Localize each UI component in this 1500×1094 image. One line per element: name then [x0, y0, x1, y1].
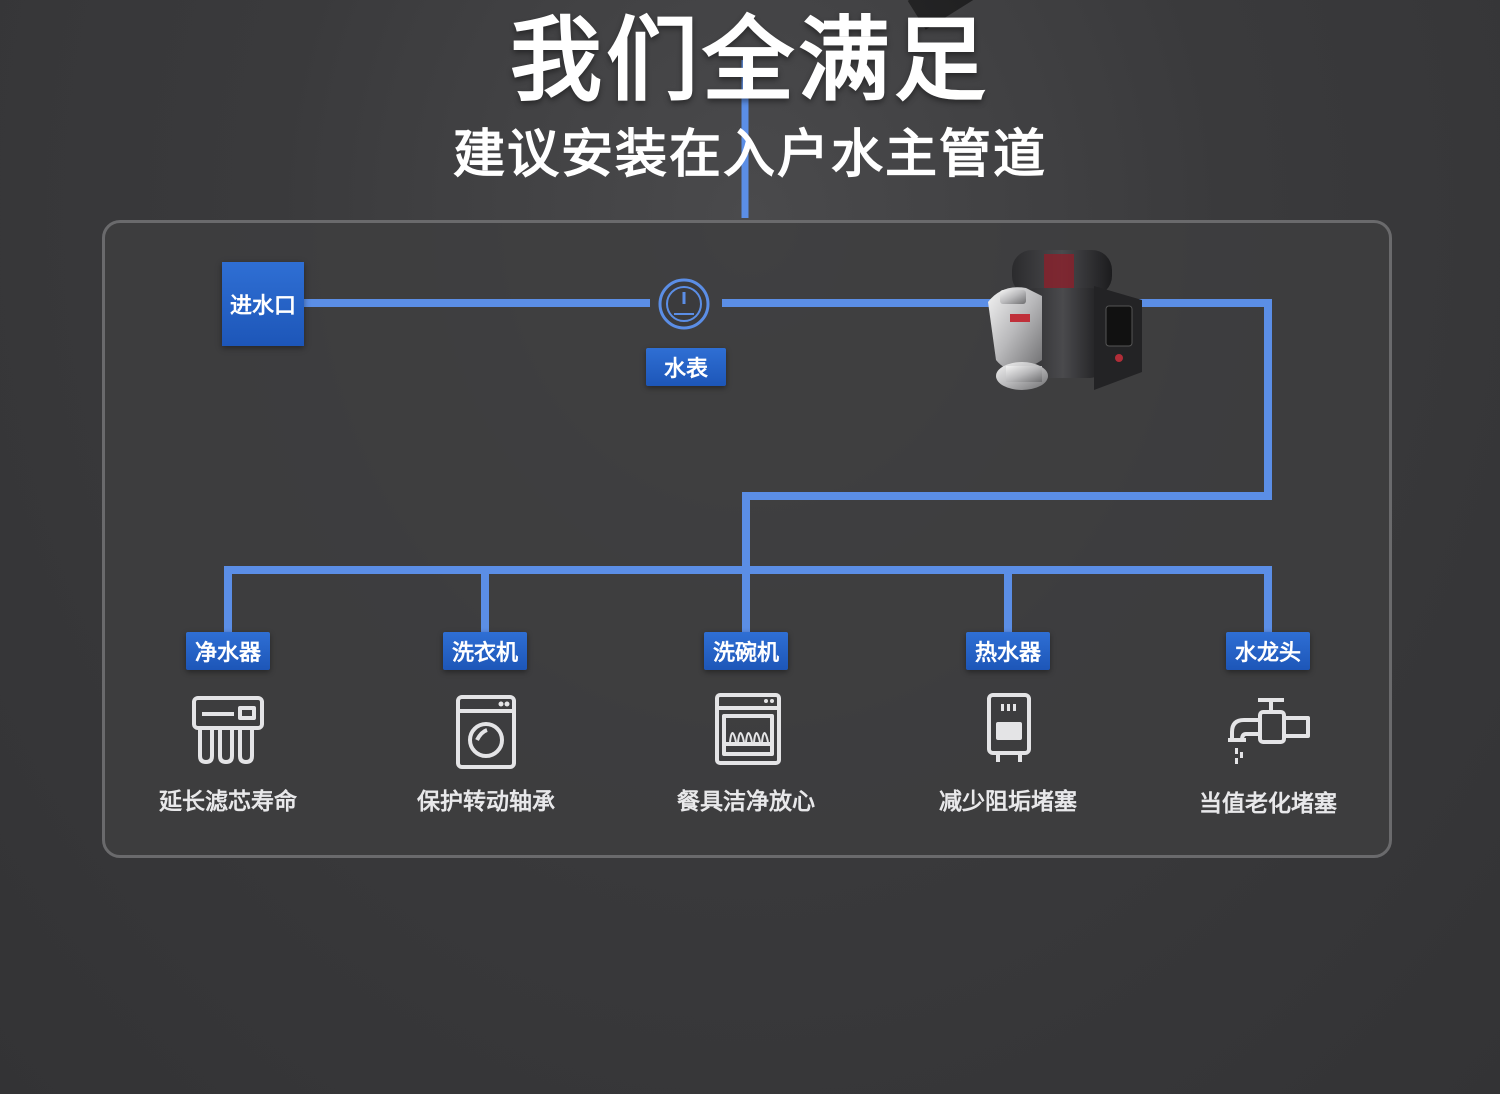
device-tag-faucet: 水龙头 — [1226, 632, 1310, 670]
device-tag-water-purifier: 净水器 — [186, 632, 270, 670]
faucet-icon — [1228, 698, 1310, 764]
page-subtitle: 建议安装在入户水主管道 — [452, 125, 1047, 185]
device-tag-dishwasher: 洗碗机 — [704, 632, 788, 670]
booster-pump-icon — [988, 250, 1142, 390]
water-heater-icon — [987, 693, 1031, 762]
water-inlet-label: 进水口 — [222, 262, 304, 346]
water-purifier-icon — [192, 696, 264, 764]
device-tag-washing-machine: 洗衣机 — [443, 632, 527, 670]
device-caption-dishwasher: 餐具洁净放心 — [677, 789, 815, 815]
device-caption-washing-machine: 保护转动轴承 — [417, 789, 555, 815]
device-tag-water-heater: 热水器 — [966, 632, 1050, 670]
water-meter-label: 水表 — [646, 348, 726, 386]
dishwasher-icon — [715, 693, 781, 765]
device-caption-water-purifier: 延长滤芯寿命 — [159, 789, 297, 815]
water-meter-icon — [658, 278, 710, 330]
page-title: 我们全满足 — [509, 7, 990, 114]
washing-machine-icon — [456, 695, 516, 769]
device-caption-water-heater: 减少阻垢堵塞 — [939, 789, 1077, 815]
device-caption-faucet: 当值老化堵塞 — [1199, 791, 1337, 817]
